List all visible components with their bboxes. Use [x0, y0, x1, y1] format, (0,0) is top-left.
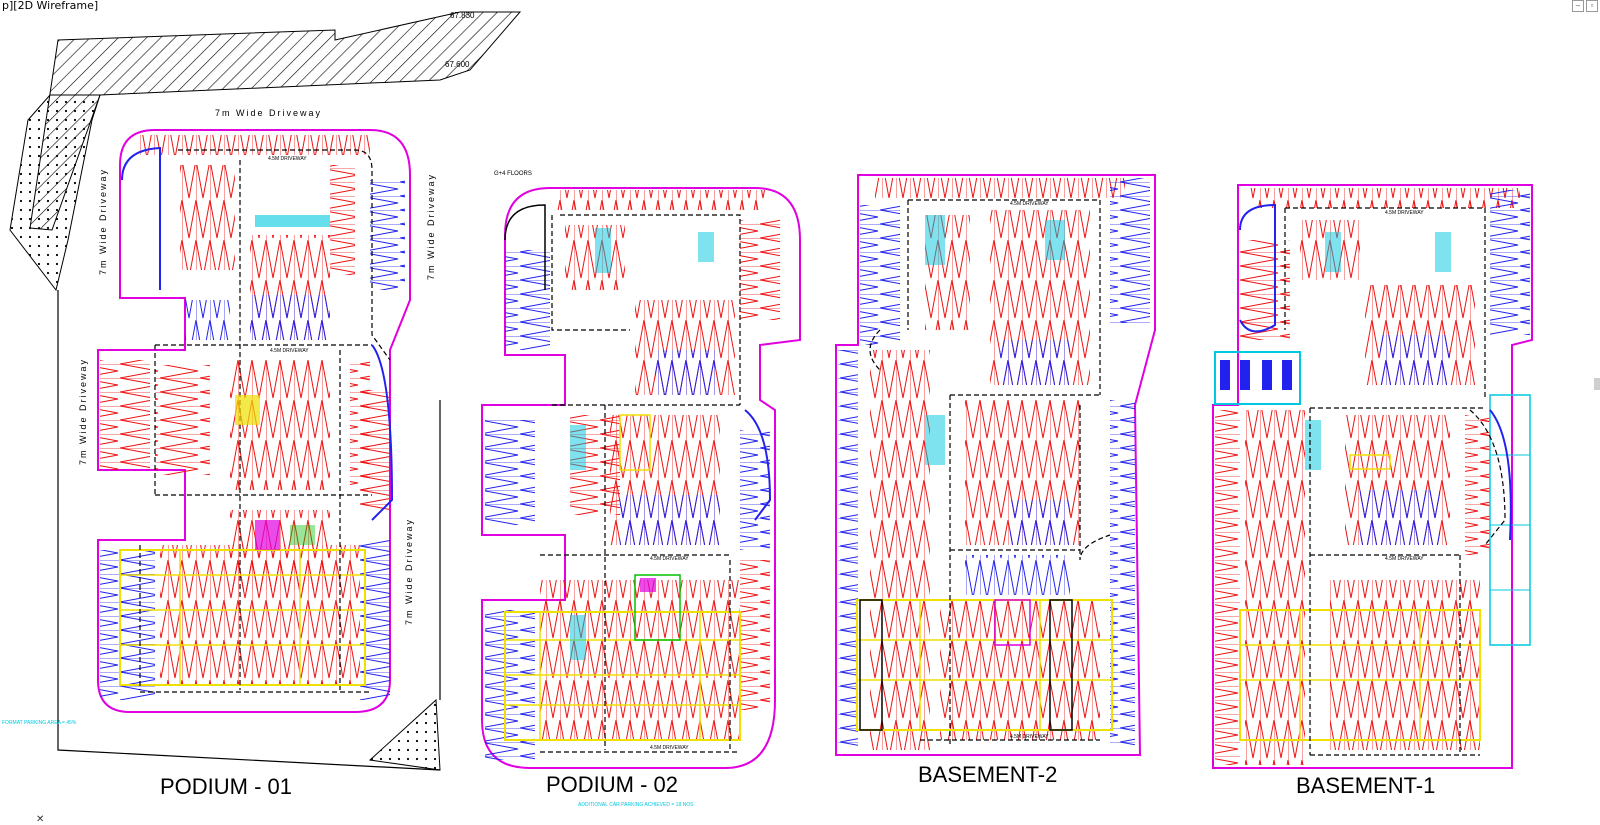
setback-note: FORMAT PARKING AREA = 45% [2, 720, 77, 726]
floors-note: G+4 FLOORS [494, 171, 532, 177]
driveway-label: 7m Wide Driveway [404, 518, 414, 625]
driveway-label: 7m Wide Driveway [426, 173, 436, 280]
plan-title-basement-2: BASEMENT-2 [918, 762, 1057, 787]
driveway-label: 4.5M DRIVEWAY [1385, 210, 1424, 216]
driveway-label: 7m Wide Driveway [215, 108, 322, 118]
plan-basement-2[interactable]: 4.5M DRIVEWAY 4.5M DRIVEWAY [835, 174, 1156, 756]
plan-title-basement-1: BASEMENT-1 [1296, 773, 1435, 798]
level-label: 67.600 [445, 60, 470, 69]
plan-title-podium-01: PODIUM - 01 [160, 774, 292, 799]
driveway-label: 7m Wide Driveway [78, 358, 88, 465]
level-label: 67.830 [450, 11, 475, 20]
driveway-label: 4.5M DRIVEWAY [1010, 734, 1049, 740]
window-controls: –▫ [1570, 0, 1598, 12]
driveway-label: 4.5M DRIVEWAY [1385, 556, 1424, 562]
viewport-label[interactable]: p][2D Wireframe] [2, 0, 99, 12]
plan-title-podium-02: PODIUM - 02 [546, 772, 678, 797]
driveway-label: 7m Wide Driveway [98, 168, 108, 275]
minimize-icon[interactable]: – [1572, 0, 1584, 12]
plan-podium-02[interactable]: 4.5M DRIVEWAY 4.5M DRIVEWAY [481, 187, 801, 769]
scrollbar-handle[interactable] [1594, 378, 1600, 390]
driveway-label: 4.5M DRIVEWAY [650, 745, 689, 751]
plan-basement-1[interactable]: 4.5M DRIVEWAY 4.5M DRIVEWAY [1212, 184, 1533, 769]
bottom-note: ADDITIONAL CAR PARKING ACHIEVED = 18 NOS [578, 802, 694, 808]
driveway-label: 4.5M DRIVEWAY [268, 156, 307, 162]
driveway-label: 4.5M DRIVEWAY [1010, 201, 1049, 207]
driveway-label: 4.5M DRIVEWAY [270, 348, 309, 354]
ucs-icon: ✕ [36, 814, 45, 825]
plan-podium-01[interactable]: 4.5M DRIVEWAY 4.5M DRIVEWAY [97, 129, 411, 713]
driveway-label: 4.5M DRIVEWAY [650, 556, 689, 562]
restore-icon[interactable]: ▫ [1586, 0, 1598, 12]
site-boundary [9, 11, 522, 771]
